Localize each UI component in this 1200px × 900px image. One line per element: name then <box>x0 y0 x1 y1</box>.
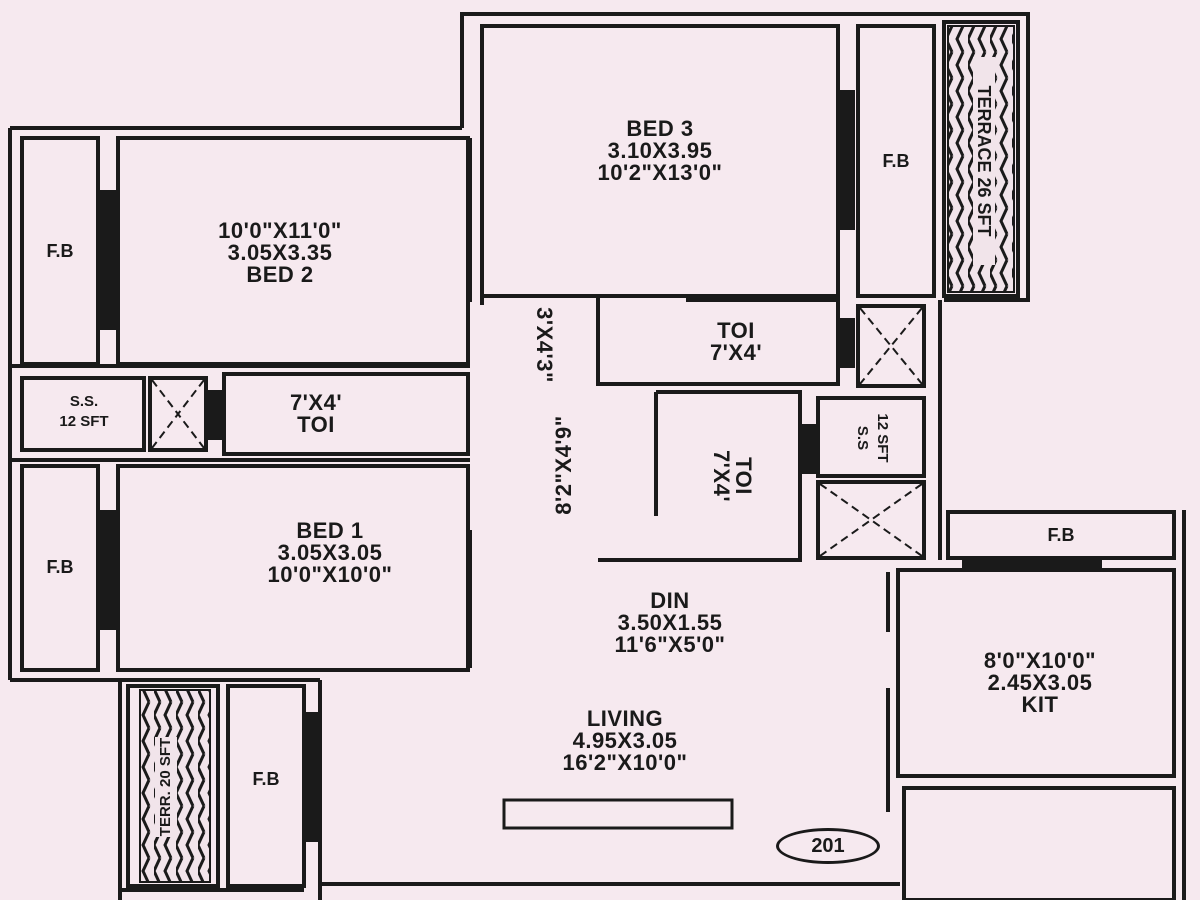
room-name: S.S <box>854 425 871 451</box>
room-kit: 8'0"X10'0" 2.45X3.05 KIT <box>930 650 1150 716</box>
room-name: BED 1 <box>296 518 364 543</box>
room-name: DIN <box>650 588 690 613</box>
room-imperial-size: 10'0"X11'0" <box>218 218 342 243</box>
room-size: 7'X4' <box>709 340 763 365</box>
room-name: KIT <box>1021 692 1059 717</box>
room-imperial-size: 11'6"X5'0" <box>614 632 726 657</box>
room-metric-size: 3.10X3.95 <box>607 138 713 163</box>
room-name: BED 3 <box>626 116 694 141</box>
room-living: LIVING 4.95X3.05 16'2"X10'0" <box>510 708 740 774</box>
room-metric-size: 4.95X3.05 <box>572 728 678 753</box>
flower-bed-bed1: F.B <box>46 557 74 577</box>
room-name: TOI <box>297 412 335 437</box>
room-toi-mid: TOI 7'X4' <box>709 416 756 536</box>
windows <box>99 90 1102 842</box>
room-name: TOI <box>731 457 756 495</box>
flower-bed-living: F.B <box>252 769 280 789</box>
unit-number-badge: 201 <box>776 828 880 864</box>
room-din: DIN 3.50X1.55 11'6"X5'0" <box>560 590 780 656</box>
room-imperial-size: 8'0"X10'0" <box>983 648 1097 673</box>
walls <box>8 12 1186 900</box>
room-size: 7'X4' <box>289 390 343 415</box>
room-metric-size: 3.05X3.35 <box>227 240 333 265</box>
room-toi-left: 7'X4' TOI <box>256 392 376 436</box>
room-name: BED 2 <box>246 262 314 287</box>
room-metric-size: 3.05X3.05 <box>277 540 383 565</box>
room-area: 12 SFT <box>59 413 109 430</box>
room-imperial-size: 10'2"X13'0" <box>597 160 723 185</box>
room-ss-right: 12 SFT S.S <box>852 378 892 498</box>
room-bed3: BED 3 3.10X3.95 10'2"X13'0" <box>560 118 760 184</box>
room-imperial-size: 16'2"X10'0" <box>562 750 688 775</box>
room-imperial-size: 10'0"X10'0" <box>267 562 393 587</box>
room-bed1: BED 1 3.05X3.05 10'0"X10'0" <box>210 520 450 586</box>
flower-bed-kit: F.B <box>1047 525 1075 545</box>
flower-bed-bed2: F.B <box>46 241 74 261</box>
room-name: LIVING <box>586 706 664 731</box>
room-name: TOI <box>717 318 755 343</box>
room-bed2: 10'0"X11'0" 3.05X3.35 BED 2 <box>180 220 380 286</box>
passage-lower-size: 8'2"X4'9" <box>551 415 576 515</box>
room-size: 7'X4' <box>709 449 734 503</box>
terrace-20-label: TERR. 20 SFT <box>155 737 177 837</box>
passage-upper-size: 3'X4'3" <box>532 307 557 383</box>
room-toi-top: TOI 7'X4' <box>676 320 796 364</box>
room-area: 12 SFT <box>874 413 891 463</box>
room-metric-size: 2.45X3.05 <box>987 670 1093 695</box>
room-metric-size: 3.50X1.55 <box>617 610 723 635</box>
flower-bed-bed3: F.B <box>882 151 910 171</box>
room-ss-left: S.S. 12 SFT <box>24 392 144 432</box>
duct-crosses <box>151 307 923 557</box>
terrace-26-label: TERRACE 26 SFT <box>973 57 995 265</box>
room-name: S.S. <box>69 393 99 410</box>
